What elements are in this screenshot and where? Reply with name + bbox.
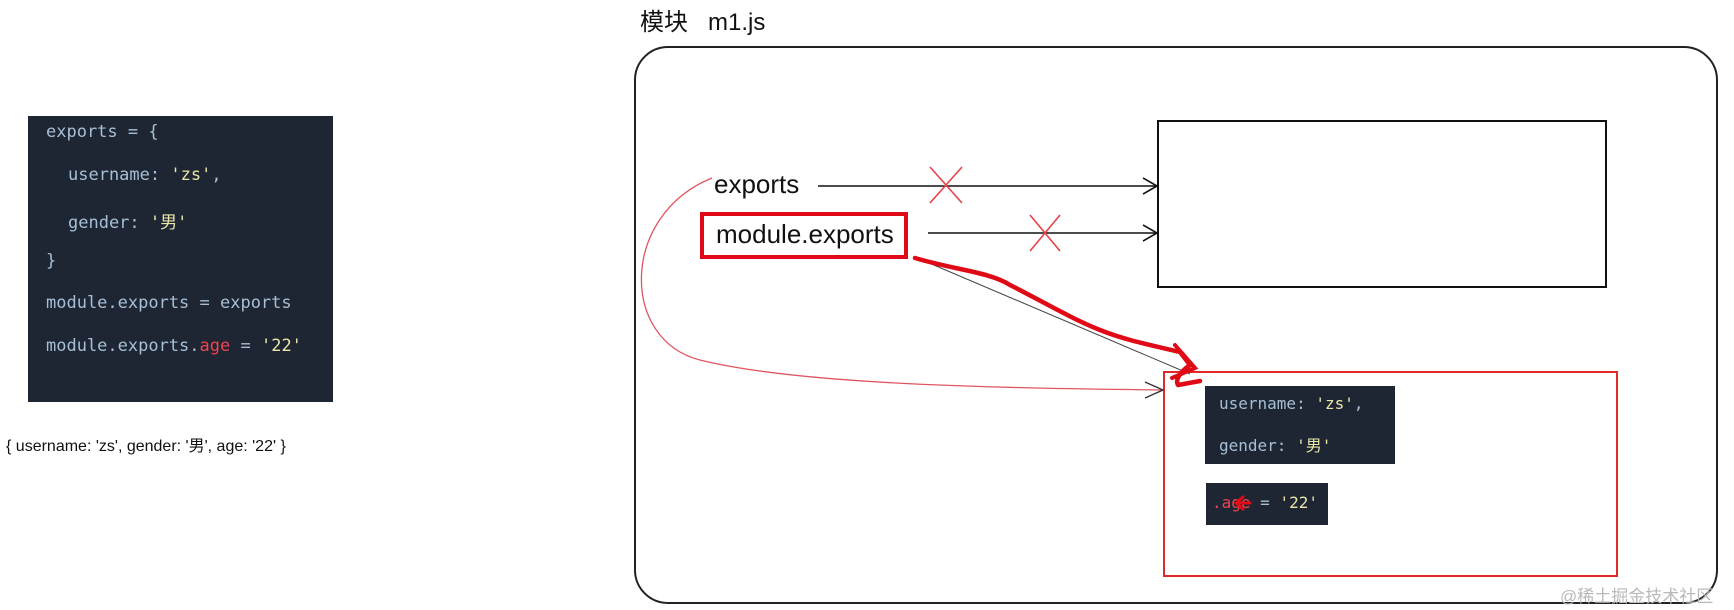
arrow-exports-to-new-object: [640, 177, 1164, 391]
code-punct: ,: [1353, 394, 1364, 413]
hand-drawn-arrow-head: [1170, 343, 1199, 380]
code-string: 'zs': [1315, 394, 1354, 413]
age-pointer-arrow: [1233, 495, 1252, 511]
result-output: { username: 'zs', gender: '男', age: '22'…: [6, 438, 286, 455]
object-line-username: username: 'zs',: [1219, 394, 1364, 413]
code-panel: exports = { username: 'zs', gender: '男' …: [28, 116, 333, 402]
code-line-gender: gender: '男': [68, 208, 187, 233]
code-line-username: username: 'zs',: [68, 165, 222, 185]
code-text: module.exports.: [46, 336, 200, 356]
diagram-title: 模块 m1.js: [640, 2, 765, 37]
code-line-age: module.exports.age = '22': [46, 336, 302, 356]
label-exports: exports: [714, 169, 800, 199]
arrow-module-exports-head: [1142, 224, 1159, 242]
title-file: m1.js: [708, 9, 766, 36]
code-string: '22': [1279, 493, 1318, 512]
new-object-box: [1163, 371, 1618, 577]
arrow-head-new-object: [1144, 381, 1165, 399]
code-line-assign: module.exports = exports: [46, 293, 292, 313]
hand-drawn-arrow: [912, 255, 1203, 388]
arrow-module-exports-thin: [914, 256, 1191, 375]
cross-mark-module-exports: [1029, 214, 1061, 252]
object-code-snippet: username: 'zs', gender: '男': [1205, 386, 1395, 464]
code-text: exports = {: [46, 122, 159, 142]
original-object-box: [1157, 120, 1607, 288]
code-key: username:: [1219, 394, 1316, 413]
module-box: [634, 46, 1718, 604]
code-text: module.exports = exports: [46, 293, 292, 313]
code-punct: =: [230, 336, 261, 356]
code-text: }: [46, 251, 57, 271]
arrow-exports-head: [1142, 177, 1159, 195]
title-module: 模块: [640, 9, 688, 36]
code-string: '男': [149, 213, 188, 233]
label-module-exports: module.exports: [700, 212, 908, 259]
code-string: 'zs': [170, 165, 212, 185]
code-key: gender:: [68, 213, 150, 233]
code-string: '男': [1296, 436, 1332, 455]
object-line-gender: gender: '男': [1219, 432, 1331, 456]
code-line-close-brace: }: [46, 251, 56, 271]
cross-mark-exports: [929, 166, 963, 204]
code-key: gender:: [1219, 436, 1297, 455]
code-punct: ,: [211, 165, 222, 185]
code-punct: =: [1250, 493, 1280, 512]
code-prop-age: age: [199, 336, 231, 356]
watermark: @稀土掘金技术社区: [1560, 587, 1714, 606]
code-string: '22': [260, 336, 302, 356]
code-key: username:: [68, 165, 171, 185]
code-line-exports-open: exports = {: [46, 122, 159, 142]
